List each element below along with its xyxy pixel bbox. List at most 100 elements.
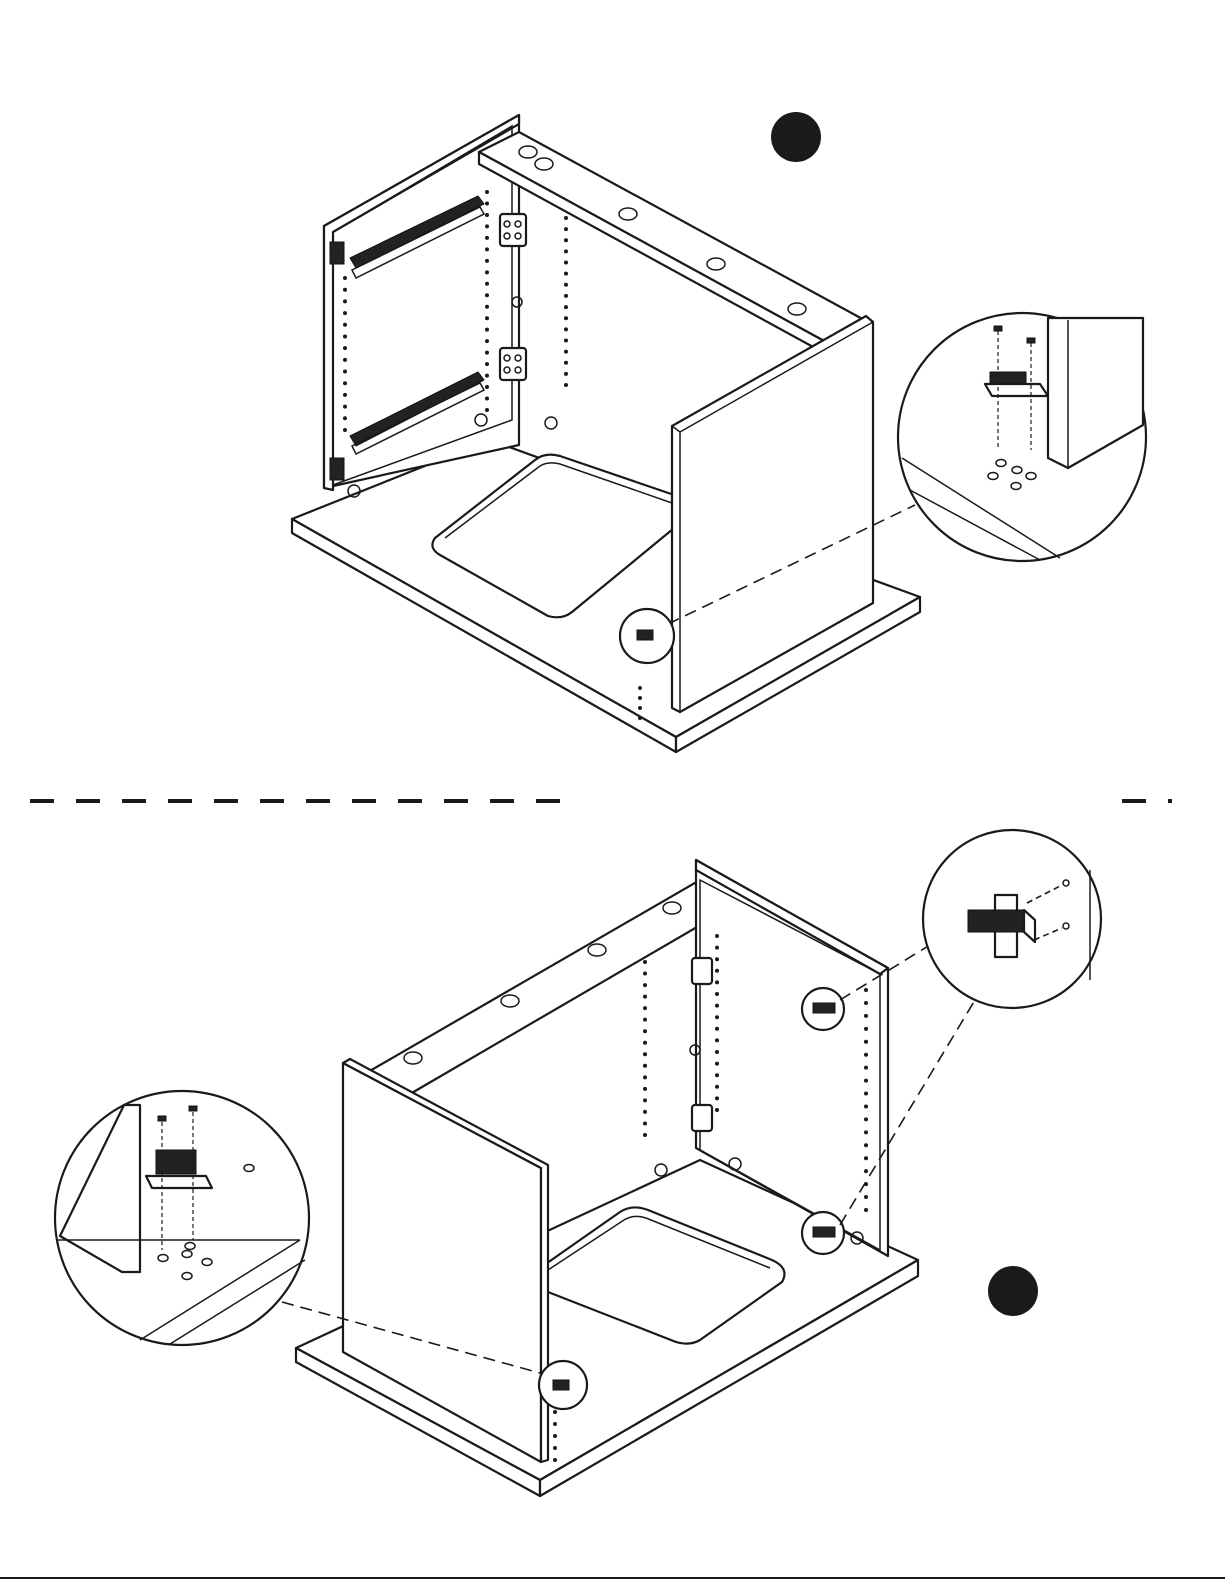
hole-dot: [343, 334, 347, 338]
hole-dot: [864, 1104, 868, 1108]
hole-dot: [715, 1073, 719, 1077]
left-side-panel-top: [324, 115, 519, 490]
hole-dot: [485, 201, 489, 205]
hole-dot: [343, 428, 347, 432]
hole-dot: [638, 706, 642, 710]
hole-dot: [564, 227, 568, 231]
hole-dot: [643, 1041, 647, 1045]
hole-dot: [553, 1410, 557, 1414]
hole-dot: [715, 1062, 719, 1066]
hole-dot: [564, 338, 568, 342]
hole-dot: [715, 934, 719, 938]
hole-dot: [343, 405, 347, 409]
hole-dot: [553, 1422, 557, 1426]
hole-dot: [485, 397, 489, 401]
hole-dot: [564, 372, 568, 376]
hole-dot: [864, 1208, 868, 1212]
hole-dot: [485, 282, 489, 286]
hole-dot: [864, 1195, 868, 1199]
hole-dot: [343, 416, 347, 420]
hole-dot: [564, 261, 568, 265]
hole-dot: [715, 1085, 719, 1089]
hole-dot: [864, 1001, 868, 1005]
hole-dot: [485, 259, 489, 263]
step-marker-top: [771, 112, 821, 162]
hole-dot: [715, 1096, 719, 1100]
hole-dot: [564, 327, 568, 331]
hole-dot: [864, 1027, 868, 1031]
hole-dot: [864, 1143, 868, 1147]
hole-dot: [564, 361, 568, 365]
hole-dot: [564, 238, 568, 242]
hole-dot: [485, 408, 489, 412]
hole-dot: [715, 1027, 719, 1031]
hole-dot: [643, 1064, 647, 1068]
hole-dot: [643, 1075, 647, 1079]
hole-dot: [864, 1156, 868, 1160]
hole-dot: [864, 1040, 868, 1044]
hole-dot: [343, 358, 347, 362]
hole-dot: [643, 1087, 647, 1091]
hole-dot: [864, 1066, 868, 1070]
hole-dot: [564, 272, 568, 276]
hole-dot: [564, 316, 568, 320]
hole-dot: [485, 316, 489, 320]
hole-dot: [343, 299, 347, 303]
hole-dot: [485, 236, 489, 240]
hole-dot: [485, 247, 489, 251]
hole-dot: [715, 957, 719, 961]
hole-dot: [564, 249, 568, 253]
hole-dot: [564, 283, 568, 287]
hole-dot: [564, 305, 568, 309]
hole-dot: [643, 1121, 647, 1125]
hole-dot: [485, 339, 489, 343]
hole-dot: [864, 988, 868, 992]
hole-dot: [485, 305, 489, 309]
hole-dot: [638, 696, 642, 700]
hole-dot: [715, 946, 719, 950]
hole-dot: [715, 980, 719, 984]
hole-dot: [864, 1169, 868, 1173]
hole-dot: [638, 686, 642, 690]
hole-dot: [485, 362, 489, 366]
back-rail-bottom: [368, 880, 740, 1106]
hole-dot: [715, 969, 719, 973]
hole-dot: [715, 1050, 719, 1054]
hole-dot: [643, 960, 647, 964]
hole-dot: [485, 224, 489, 228]
hole-dot: [643, 1098, 647, 1102]
step-top-assembly: [292, 112, 1146, 752]
hole-dot: [553, 1446, 557, 1450]
hole-dot: [715, 992, 719, 996]
hole-dot: [864, 1014, 868, 1018]
hole-dot: [643, 1029, 647, 1033]
hole-dot: [343, 288, 347, 292]
hole-dot: [564, 216, 568, 220]
hole-dot: [343, 381, 347, 385]
hole-dot: [638, 716, 642, 720]
step-marker-bottom: [988, 1266, 1038, 1316]
hole-dot: [343, 311, 347, 315]
step-bottom-assembly: [55, 830, 1101, 1496]
hole-dot: [643, 1110, 647, 1114]
hole-dot: [864, 1079, 868, 1083]
hole-dot: [553, 1458, 557, 1462]
hole-dot: [864, 1092, 868, 1096]
hole-dot: [343, 323, 347, 327]
hole-dot: [485, 374, 489, 378]
hole-dot: [643, 995, 647, 999]
back-rail-top: [479, 132, 868, 354]
hole-dot: [715, 1108, 719, 1112]
hole-dot: [564, 350, 568, 354]
hole-dot: [343, 346, 347, 350]
hole-dot: [864, 1130, 868, 1134]
hole-dot: [343, 276, 347, 280]
hole-dot: [485, 190, 489, 194]
hole-dot: [715, 1015, 719, 1019]
hole-dot: [485, 213, 489, 217]
hole-dot: [343, 370, 347, 374]
hole-dot: [715, 1004, 719, 1008]
hole-dot: [643, 1006, 647, 1010]
hole-dot: [485, 351, 489, 355]
